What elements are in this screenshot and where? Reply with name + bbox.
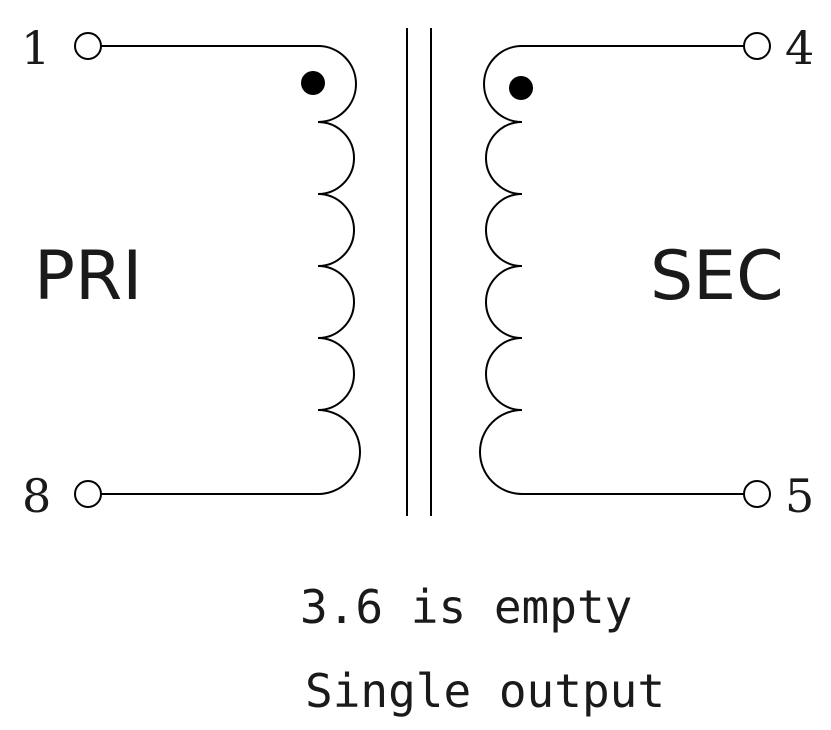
note-empty-pins: 3.6 is empty <box>300 580 632 634</box>
note-output: Single output <box>305 664 665 718</box>
transformer-core <box>406 28 432 516</box>
primary-terminal-top <box>74 32 102 60</box>
pin-label-1: 1 <box>21 21 50 75</box>
secondary-label: SEC <box>650 237 784 316</box>
primary-terminal-bottom <box>74 480 102 508</box>
pin-label-4: 4 <box>785 21 814 75</box>
primary-label: PRI <box>34 237 142 316</box>
secondary-polarity-dot <box>509 76 533 100</box>
pin-label-8: 8 <box>22 469 51 523</box>
secondary-terminal-bottom <box>743 480 771 508</box>
primary-coil <box>101 45 361 495</box>
pin-label-5: 5 <box>785 469 814 523</box>
secondary-terminal-top <box>743 32 771 60</box>
primary-winding <box>74 32 361 508</box>
secondary-coil <box>479 45 744 495</box>
primary-polarity-dot <box>301 71 325 95</box>
secondary-winding <box>479 32 771 508</box>
